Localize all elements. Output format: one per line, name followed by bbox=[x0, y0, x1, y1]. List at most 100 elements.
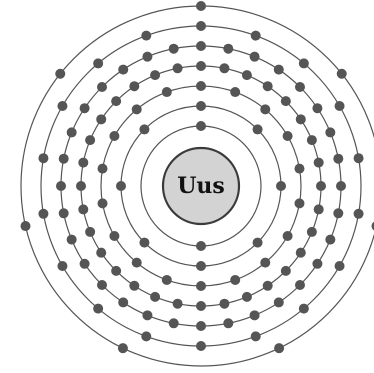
electron-shell-6 bbox=[299, 304, 309, 314]
electron-shell-3 bbox=[98, 164, 108, 174]
electron-shell-5 bbox=[80, 259, 90, 269]
electron-shell-6 bbox=[354, 153, 364, 163]
electron-shell-4 bbox=[111, 96, 121, 106]
electron-shell-3 bbox=[230, 87, 240, 97]
electron-shell-4 bbox=[307, 227, 317, 237]
electron-shell-5 bbox=[67, 235, 77, 245]
electron-shell-5 bbox=[59, 154, 69, 164]
electron-shell-5 bbox=[169, 44, 179, 54]
electron-shell-3 bbox=[109, 131, 119, 141]
electron-shell-4 bbox=[78, 158, 88, 168]
electron-shell-4 bbox=[281, 266, 291, 276]
electron-shell-6 bbox=[141, 331, 151, 341]
electron-shell-5 bbox=[56, 181, 66, 191]
electron-shell-6 bbox=[196, 21, 206, 31]
electron-shell-7 bbox=[274, 343, 284, 353]
electron-shell-3 bbox=[196, 281, 206, 291]
electron-shell-5 bbox=[333, 154, 343, 164]
electron-shell-3 bbox=[196, 81, 206, 91]
electron-shell-6 bbox=[251, 331, 261, 341]
electron-shell-4 bbox=[263, 281, 273, 291]
electron-shell-5 bbox=[59, 208, 69, 218]
electron-shell-7 bbox=[21, 221, 31, 231]
electron-shell-2 bbox=[139, 238, 149, 248]
electron-shell-3 bbox=[283, 131, 293, 141]
electron-shell-6 bbox=[251, 31, 261, 41]
electron-shell-6 bbox=[38, 209, 48, 219]
electron-shell-5 bbox=[223, 44, 233, 54]
electron-shell-4 bbox=[85, 135, 95, 145]
electron-shell-6 bbox=[335, 101, 345, 111]
electron-shell-4 bbox=[242, 292, 252, 302]
electron-shell-3 bbox=[132, 258, 142, 268]
electron-shell-3 bbox=[162, 275, 172, 285]
electron-shell-4 bbox=[263, 81, 273, 91]
electron-shell-5 bbox=[142, 52, 152, 62]
electron-shell-3 bbox=[283, 231, 293, 241]
electron-shell-5 bbox=[67, 127, 77, 137]
electron-shell-6 bbox=[299, 58, 309, 68]
electron-shell-3 bbox=[260, 258, 270, 268]
electron-shell-5 bbox=[325, 127, 335, 137]
electron-shell-5 bbox=[312, 103, 322, 113]
electron-shell-6 bbox=[57, 261, 67, 271]
electron-shell-2 bbox=[139, 124, 149, 134]
electron-shell-7 bbox=[118, 343, 128, 353]
electron-shell-4 bbox=[242, 70, 252, 80]
electron-shell-4 bbox=[296, 114, 306, 124]
electron-shell-4 bbox=[314, 158, 324, 168]
electron-shell-5 bbox=[274, 297, 284, 307]
electron-shell-4 bbox=[111, 266, 121, 276]
electron-shell-4 bbox=[129, 281, 139, 291]
electron-shell-5 bbox=[274, 65, 284, 75]
electron-shell-4 bbox=[85, 227, 95, 237]
electron-shell-5 bbox=[333, 208, 343, 218]
electron-shell-5 bbox=[223, 318, 233, 328]
electron-shell-4 bbox=[219, 63, 229, 73]
electron-shell-3 bbox=[132, 104, 142, 114]
electron-shell-3 bbox=[294, 198, 304, 208]
electron-shell-6 bbox=[38, 153, 48, 163]
electron-shell-3 bbox=[109, 231, 119, 241]
electron-shell-6 bbox=[93, 58, 103, 68]
electron-shell-5 bbox=[250, 52, 260, 62]
electron-shell-4 bbox=[129, 81, 139, 91]
electron-shell-4 bbox=[281, 96, 291, 106]
electron-shell-5 bbox=[336, 181, 346, 191]
electron-shell-5 bbox=[325, 235, 335, 245]
electron-shell-5 bbox=[80, 103, 90, 113]
electron-shell-4 bbox=[76, 181, 86, 191]
electron-shell-6 bbox=[196, 341, 206, 351]
electron-shell-5 bbox=[97, 82, 107, 92]
electron-shell-2 bbox=[276, 181, 286, 191]
nucleus: Uus bbox=[163, 148, 239, 224]
electron-shell-7 bbox=[55, 69, 65, 79]
electron-shell-3 bbox=[98, 198, 108, 208]
electron-shell-1 bbox=[196, 241, 206, 251]
electron-shell-5 bbox=[118, 65, 128, 75]
electron-shell-4 bbox=[314, 204, 324, 214]
electron-shell-5 bbox=[118, 297, 128, 307]
electron-shell-6 bbox=[93, 304, 103, 314]
electron-shell-6 bbox=[141, 31, 151, 41]
electron-shell-5 bbox=[97, 280, 107, 290]
electron-shell-3 bbox=[260, 104, 270, 114]
electron-shell-6 bbox=[57, 101, 67, 111]
electron-shell-6 bbox=[335, 261, 345, 271]
electron-shell-6 bbox=[354, 209, 364, 219]
electron-shell-5 bbox=[295, 82, 305, 92]
electron-shell-4 bbox=[316, 181, 326, 191]
electron-shell-4 bbox=[96, 248, 106, 258]
electron-shell-5 bbox=[142, 310, 152, 320]
electron-shell-3 bbox=[162, 87, 172, 97]
electron-shell-4 bbox=[307, 135, 317, 145]
electron-shell-5 bbox=[196, 41, 206, 51]
electron-shell-4 bbox=[296, 248, 306, 258]
electron-shell-4 bbox=[150, 70, 160, 80]
electron-shell-4 bbox=[219, 299, 229, 309]
electron-shell-1 bbox=[196, 121, 206, 131]
electron-shell-2 bbox=[253, 124, 263, 134]
electron-shell-5 bbox=[196, 321, 206, 331]
electron-shell-4 bbox=[78, 204, 88, 214]
